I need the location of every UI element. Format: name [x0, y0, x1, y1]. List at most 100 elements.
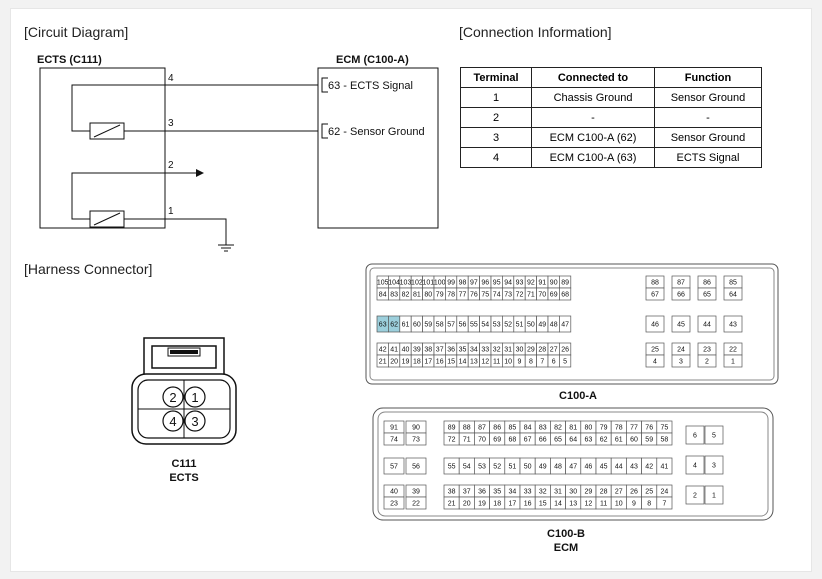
pin-number: 19 [478, 501, 486, 508]
pin-number: 72 [448, 437, 456, 444]
pin-number: 6 [693, 433, 697, 440]
pin-cell [697, 287, 717, 301]
pin-number: 90 [412, 425, 420, 432]
pin-number: 104 [388, 280, 400, 287]
pin-number: 51 [509, 464, 517, 471]
pin-number: 6 [552, 359, 556, 366]
pin-number: 1 [712, 493, 716, 500]
pin-number: 54 [481, 322, 489, 329]
pin-number: 72 [516, 292, 524, 299]
pin-number: 51 [516, 322, 524, 329]
pin-number: 67 [651, 292, 659, 299]
pin-number: 11 [493, 359, 500, 366]
pin-number: 74 [493, 292, 501, 299]
pin-number: 63 [379, 322, 387, 329]
pin-number: 26 [630, 489, 638, 496]
pin-number: 30 [569, 489, 577, 496]
pin-number: 76 [470, 292, 478, 299]
pin-number: 29 [585, 489, 593, 496]
pin-number: 85 [729, 280, 737, 287]
pin-number: 18 [493, 501, 501, 508]
pin-number: 36 [478, 489, 486, 496]
pin-number: 83 [539, 425, 547, 432]
pin-number: 47 [569, 464, 577, 471]
pin-number: 81 [413, 292, 421, 299]
table-cell: Sensor Ground [654, 87, 762, 108]
pin-number: 48 [554, 464, 562, 471]
pin-number: 17 [424, 359, 432, 366]
pin-number: 12 [585, 501, 593, 508]
pin-number: 73 [412, 437, 420, 444]
connection-table: Terminal Connected to Function 1 Chassis… [460, 67, 762, 168]
pin-cell [697, 315, 717, 333]
pin-1 [184, 386, 206, 408]
pin-number: 27 [615, 489, 623, 496]
pin-number: 1 [731, 359, 735, 366]
pin-number: 11 [600, 501, 607, 508]
pin-number: 45 [677, 322, 685, 329]
pin-number: 7 [540, 359, 544, 366]
pin-number: 93 [516, 280, 524, 287]
wire-pin4 [71, 84, 318, 123]
pin-number: 84 [524, 425, 532, 432]
pin-label-3: 3 [168, 118, 174, 129]
pin-number: 62 [390, 322, 398, 329]
pin-number: 42 [645, 464, 653, 471]
pin-2 [162, 386, 184, 408]
pin-number: 59 [645, 437, 653, 444]
circuit-diagram-heading: [Circuit Diagram] [24, 24, 129, 40]
pin-cell [685, 425, 705, 445]
pin-number: 34 [509, 489, 517, 496]
pin-number: 16 [436, 359, 444, 366]
pin-number: 5 [563, 359, 567, 366]
pin-number: 23 [703, 347, 711, 354]
pin-cell [645, 287, 665, 301]
pin-number: 79 [436, 292, 444, 299]
pin-number: 55 [470, 322, 478, 329]
pin-number: 69 [493, 437, 501, 444]
pin-number: 26 [561, 347, 569, 354]
pin-number: 43 [630, 464, 638, 471]
pin-cell [383, 496, 405, 510]
table-cell: Chassis Ground [531, 87, 655, 108]
c111-connector-face: 2 1 4 3 C111 ECTS [131, 337, 237, 484]
pin-number: 82 [402, 292, 410, 299]
pin-number: 15 [447, 359, 455, 366]
pin-number: 79 [600, 425, 608, 432]
pin-number: 21 [379, 359, 387, 366]
pin-number: 7 [662, 501, 666, 508]
pin-number: 22 [729, 347, 737, 354]
pin-number: 9 [632, 501, 636, 508]
pin-number: 14 [554, 501, 562, 508]
pin-number: 20 [390, 359, 398, 366]
pin-number: 91 [538, 280, 546, 287]
pin-number: 9 [518, 359, 522, 366]
pin-number: 8 [529, 359, 533, 366]
pin-number: 23 [390, 501, 398, 508]
pin-cell [559, 354, 572, 368]
pin-number: 58 [436, 322, 444, 329]
pin-cell [704, 455, 724, 475]
pin-number: 60 [413, 322, 421, 329]
pin-number: 80 [424, 292, 432, 299]
pin-cell [645, 354, 665, 368]
pin-number: 3 [712, 463, 716, 470]
pin-cell [697, 354, 717, 368]
pin-cell [656, 432, 673, 446]
table-cell: ECTS Signal [654, 147, 762, 168]
pin-number: 87 [677, 280, 685, 287]
connection-info-heading: [Connection Information] [459, 24, 612, 40]
pin-number: 78 [615, 425, 623, 432]
pin-number: 38 [424, 347, 432, 354]
pin-number: 73 [504, 292, 512, 299]
pin-number: 53 [478, 464, 486, 471]
pin-number: 53 [493, 322, 501, 329]
pin-label-1: 1 [168, 206, 174, 217]
connector-latch [143, 337, 225, 377]
pin-number: 18 [413, 359, 421, 366]
pin-number: 46 [585, 464, 593, 471]
pin-number: 41 [661, 464, 669, 471]
pin-number: 8 [647, 501, 651, 508]
pin-number: 50 [524, 464, 532, 471]
